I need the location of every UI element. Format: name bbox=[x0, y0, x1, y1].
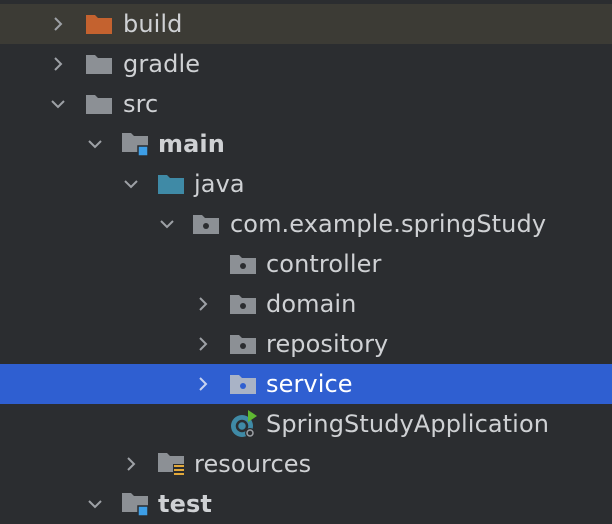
chevron-right-icon[interactable] bbox=[191, 364, 215, 404]
tree-node-label: com.example.springStudy bbox=[230, 210, 547, 238]
tree-node-label: src bbox=[123, 90, 159, 118]
tree-node-label: resources bbox=[194, 450, 312, 478]
tree-node-label: main bbox=[158, 130, 225, 158]
chevron-right-icon[interactable] bbox=[191, 284, 215, 324]
tree-node-test[interactable]: test bbox=[0, 484, 612, 524]
tree-node-main[interactable]: main bbox=[0, 124, 612, 164]
chevron-down-icon[interactable] bbox=[46, 84, 70, 124]
folder-icon bbox=[84, 84, 114, 124]
resources-folder-icon bbox=[156, 444, 186, 484]
chevron-down-icon[interactable] bbox=[119, 164, 143, 204]
chevron-right-icon[interactable] bbox=[46, 44, 70, 84]
tree-node-service[interactable]: service bbox=[0, 364, 612, 404]
tree-node-label: java bbox=[194, 170, 245, 198]
spring-boot-class-icon bbox=[228, 404, 258, 444]
source-root-icon bbox=[156, 164, 186, 204]
tree-node-java[interactable]: java bbox=[0, 164, 612, 204]
folder-icon bbox=[84, 44, 114, 84]
package-icon bbox=[228, 324, 258, 364]
tree-node-gradle[interactable]: gradle bbox=[0, 44, 612, 84]
tree-node-label: test bbox=[158, 490, 212, 518]
tree-node-label: domain bbox=[266, 290, 357, 318]
tree-node-com-example-springstudy[interactable]: com.example.springStudy bbox=[0, 204, 612, 244]
chevron-down-icon[interactable] bbox=[83, 484, 107, 524]
module-folder-icon bbox=[120, 484, 150, 524]
tree-node-src[interactable]: src bbox=[0, 84, 612, 124]
package-icon bbox=[228, 364, 258, 404]
chevron-down-icon[interactable] bbox=[83, 124, 107, 164]
folder-excluded-icon bbox=[84, 4, 114, 44]
tree-node-label: service bbox=[266, 370, 353, 398]
chevron-down-icon[interactable] bbox=[155, 204, 179, 244]
tree-node-springstudyapplication[interactable]: SpringStudyApplication bbox=[0, 404, 612, 444]
module-folder-icon bbox=[120, 124, 150, 164]
tree-node-repository[interactable]: repository bbox=[0, 324, 612, 364]
chevron-right-icon[interactable] bbox=[191, 324, 215, 364]
tree-node-label: SpringStudyApplication bbox=[266, 410, 550, 438]
tree-node-controller[interactable]: controller bbox=[0, 244, 612, 284]
chevron-right-icon[interactable] bbox=[119, 444, 143, 484]
tree-node-domain[interactable]: domain bbox=[0, 284, 612, 324]
chevron-right-icon[interactable] bbox=[46, 4, 70, 44]
tree-node-resources[interactable]: resources bbox=[0, 444, 612, 484]
tree-node-label: build bbox=[123, 10, 183, 38]
tree-node-build[interactable]: build bbox=[0, 4, 612, 44]
package-icon bbox=[228, 284, 258, 324]
package-icon bbox=[228, 244, 258, 284]
tree-node-label: controller bbox=[266, 250, 382, 278]
tree-node-label: repository bbox=[266, 330, 389, 358]
tree-node-label: gradle bbox=[123, 50, 201, 78]
package-icon bbox=[191, 204, 221, 244]
